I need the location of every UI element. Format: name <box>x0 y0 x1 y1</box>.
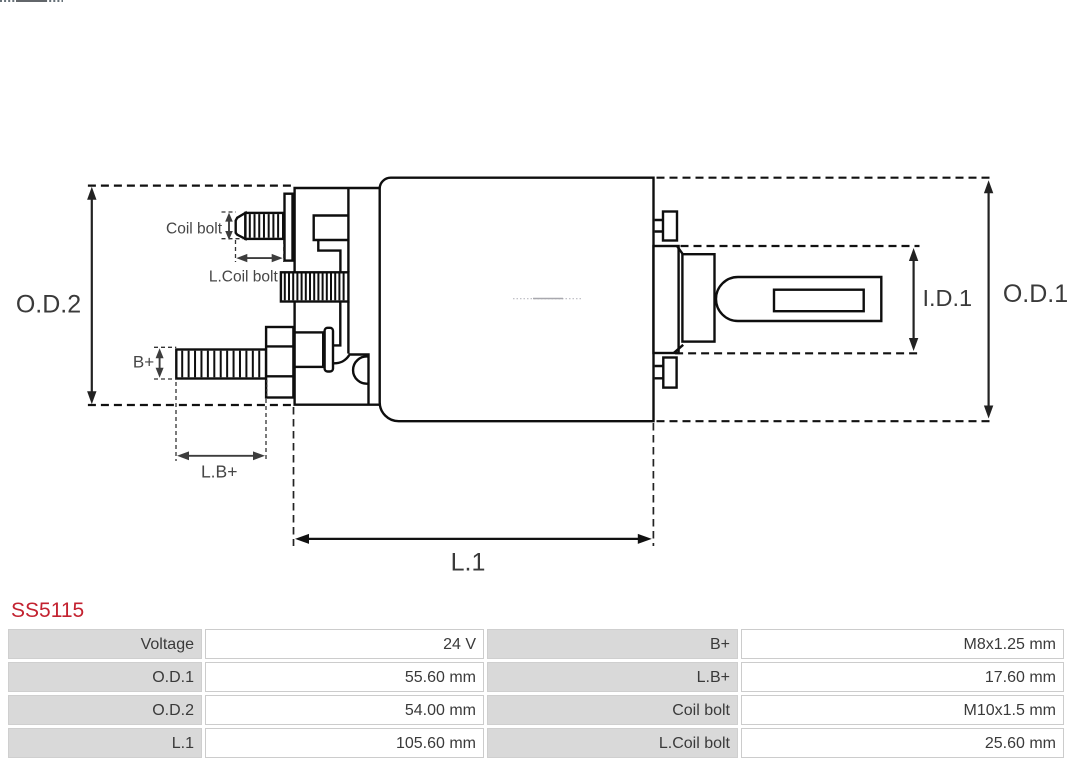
svg-text:Coil bolt: Coil bolt <box>166 220 223 237</box>
svg-text:L.Coil bolt: L.Coil bolt <box>209 268 279 285</box>
svg-text:I.D.1: I.D.1 <box>922 285 972 311</box>
svg-text:O.D.2: O.D.2 <box>16 290 81 318</box>
svg-text:O.D.1: O.D.1 <box>1003 280 1068 308</box>
svg-text:L.B+: L.B+ <box>201 461 238 481</box>
svg-text:L.1: L.1 <box>451 549 486 577</box>
svg-text:B+: B+ <box>133 352 154 371</box>
